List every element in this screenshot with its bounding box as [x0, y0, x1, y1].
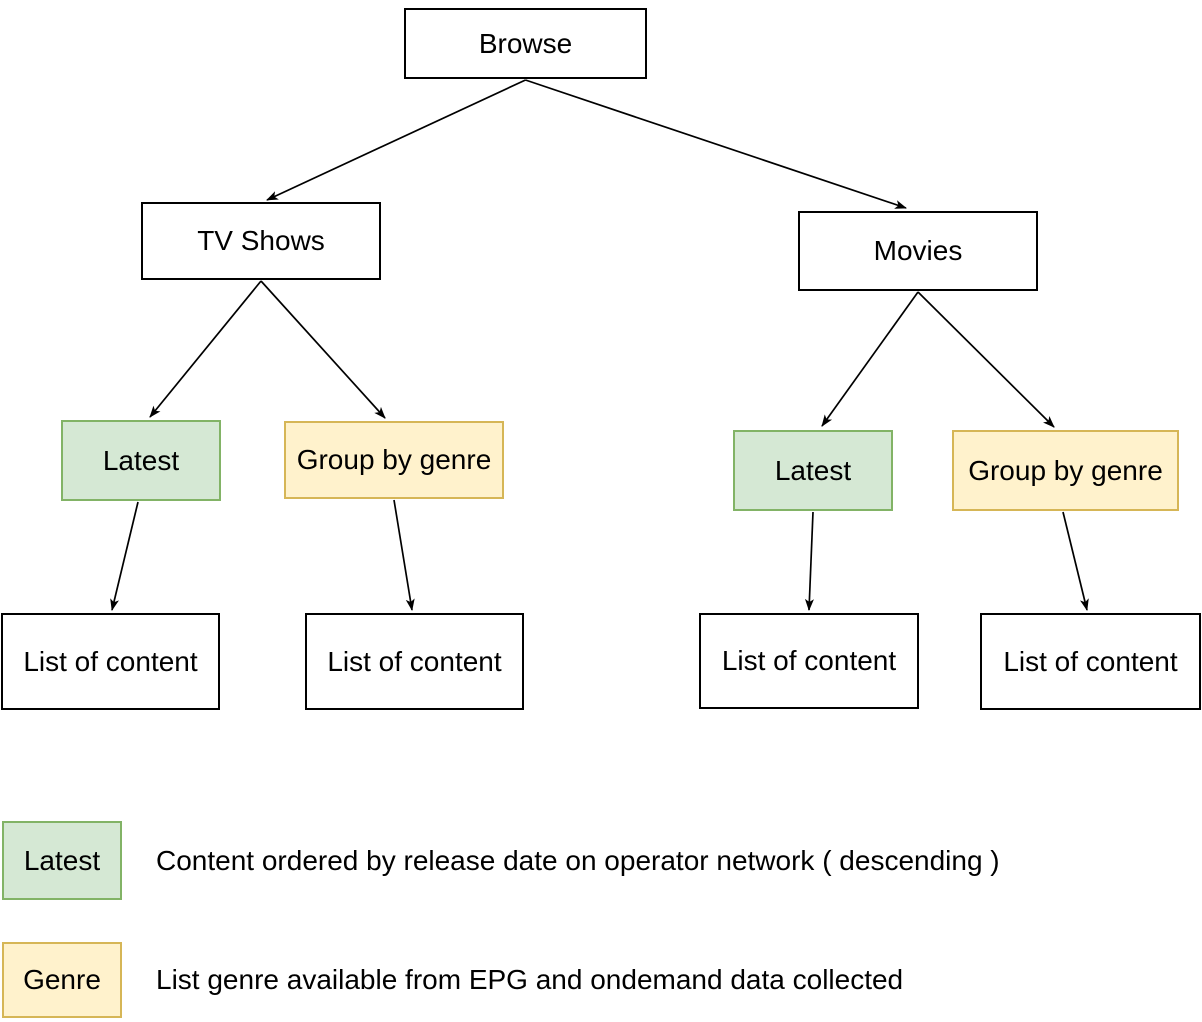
legend-description-genre: List genre available from EPG and ondema…	[156, 964, 904, 995]
node-tv-latest-list: List of content	[1, 613, 220, 710]
node-tv-shows-label: TV Shows	[197, 225, 325, 257]
node-movies-latest: Latest	[733, 430, 893, 511]
node-movies: Movies	[798, 211, 1038, 291]
edge-browse-to-movies	[525, 79, 907, 209]
legend-swatch-genre: Genre	[2, 942, 122, 1018]
legend-swatch-genre-label: Genre	[23, 964, 101, 996]
edge-tvlatest-to-list	[110, 501, 139, 611]
edge-movlatest-to-list	[804, 511, 814, 611]
node-movies-latest-list: List of content	[699, 613, 919, 709]
edge-movies-to-genre	[917, 291, 1055, 428]
edge-tvshows-to-genre	[260, 280, 386, 419]
node-movies-latest-label: Latest	[774, 454, 852, 486]
legend-description-latest: Content ordered by release date on opera…	[156, 844, 1000, 876]
node-movies-group-by-genre-label: Group by genre	[968, 454, 1163, 486]
node-tv-shows: TV Shows	[141, 202, 381, 280]
node-movies-group-by-genre: Group by genre	[952, 430, 1179, 511]
edge-tvshows-to-latest	[149, 280, 262, 418]
node-movies-genre-list: List of content	[980, 613, 1201, 710]
node-tv-latest-label: Latest	[102, 444, 180, 476]
node-tv-group-by-genre: Group by genre	[284, 421, 504, 499]
legend-swatch-latest: Latest	[2, 821, 122, 900]
edge-movgenre-to-list	[1062, 511, 1089, 611]
node-tv-genre-list: List of content	[305, 613, 524, 710]
edge-browse-to-tvshows	[266, 79, 526, 201]
node-browse-label: Browse	[478, 27, 573, 59]
node-tv-genre-list-label: List of content	[327, 645, 502, 677]
legend-swatch-latest-label: Latest	[23, 844, 101, 876]
node-tv-latest-list-label: List of content	[23, 645, 198, 677]
edge-tvgenre-to-list	[393, 499, 415, 611]
node-movies-label: Movies	[873, 235, 963, 267]
node-movies-genre-list-label: List of content	[1003, 645, 1178, 677]
node-tv-group-by-genre-label: Group by genre	[296, 444, 492, 476]
node-movies-latest-list-label: List of content	[721, 645, 897, 677]
node-browse: Browse	[404, 8, 647, 79]
edge-movies-to-latest	[821, 291, 919, 427]
node-tv-latest: Latest	[61, 420, 221, 501]
